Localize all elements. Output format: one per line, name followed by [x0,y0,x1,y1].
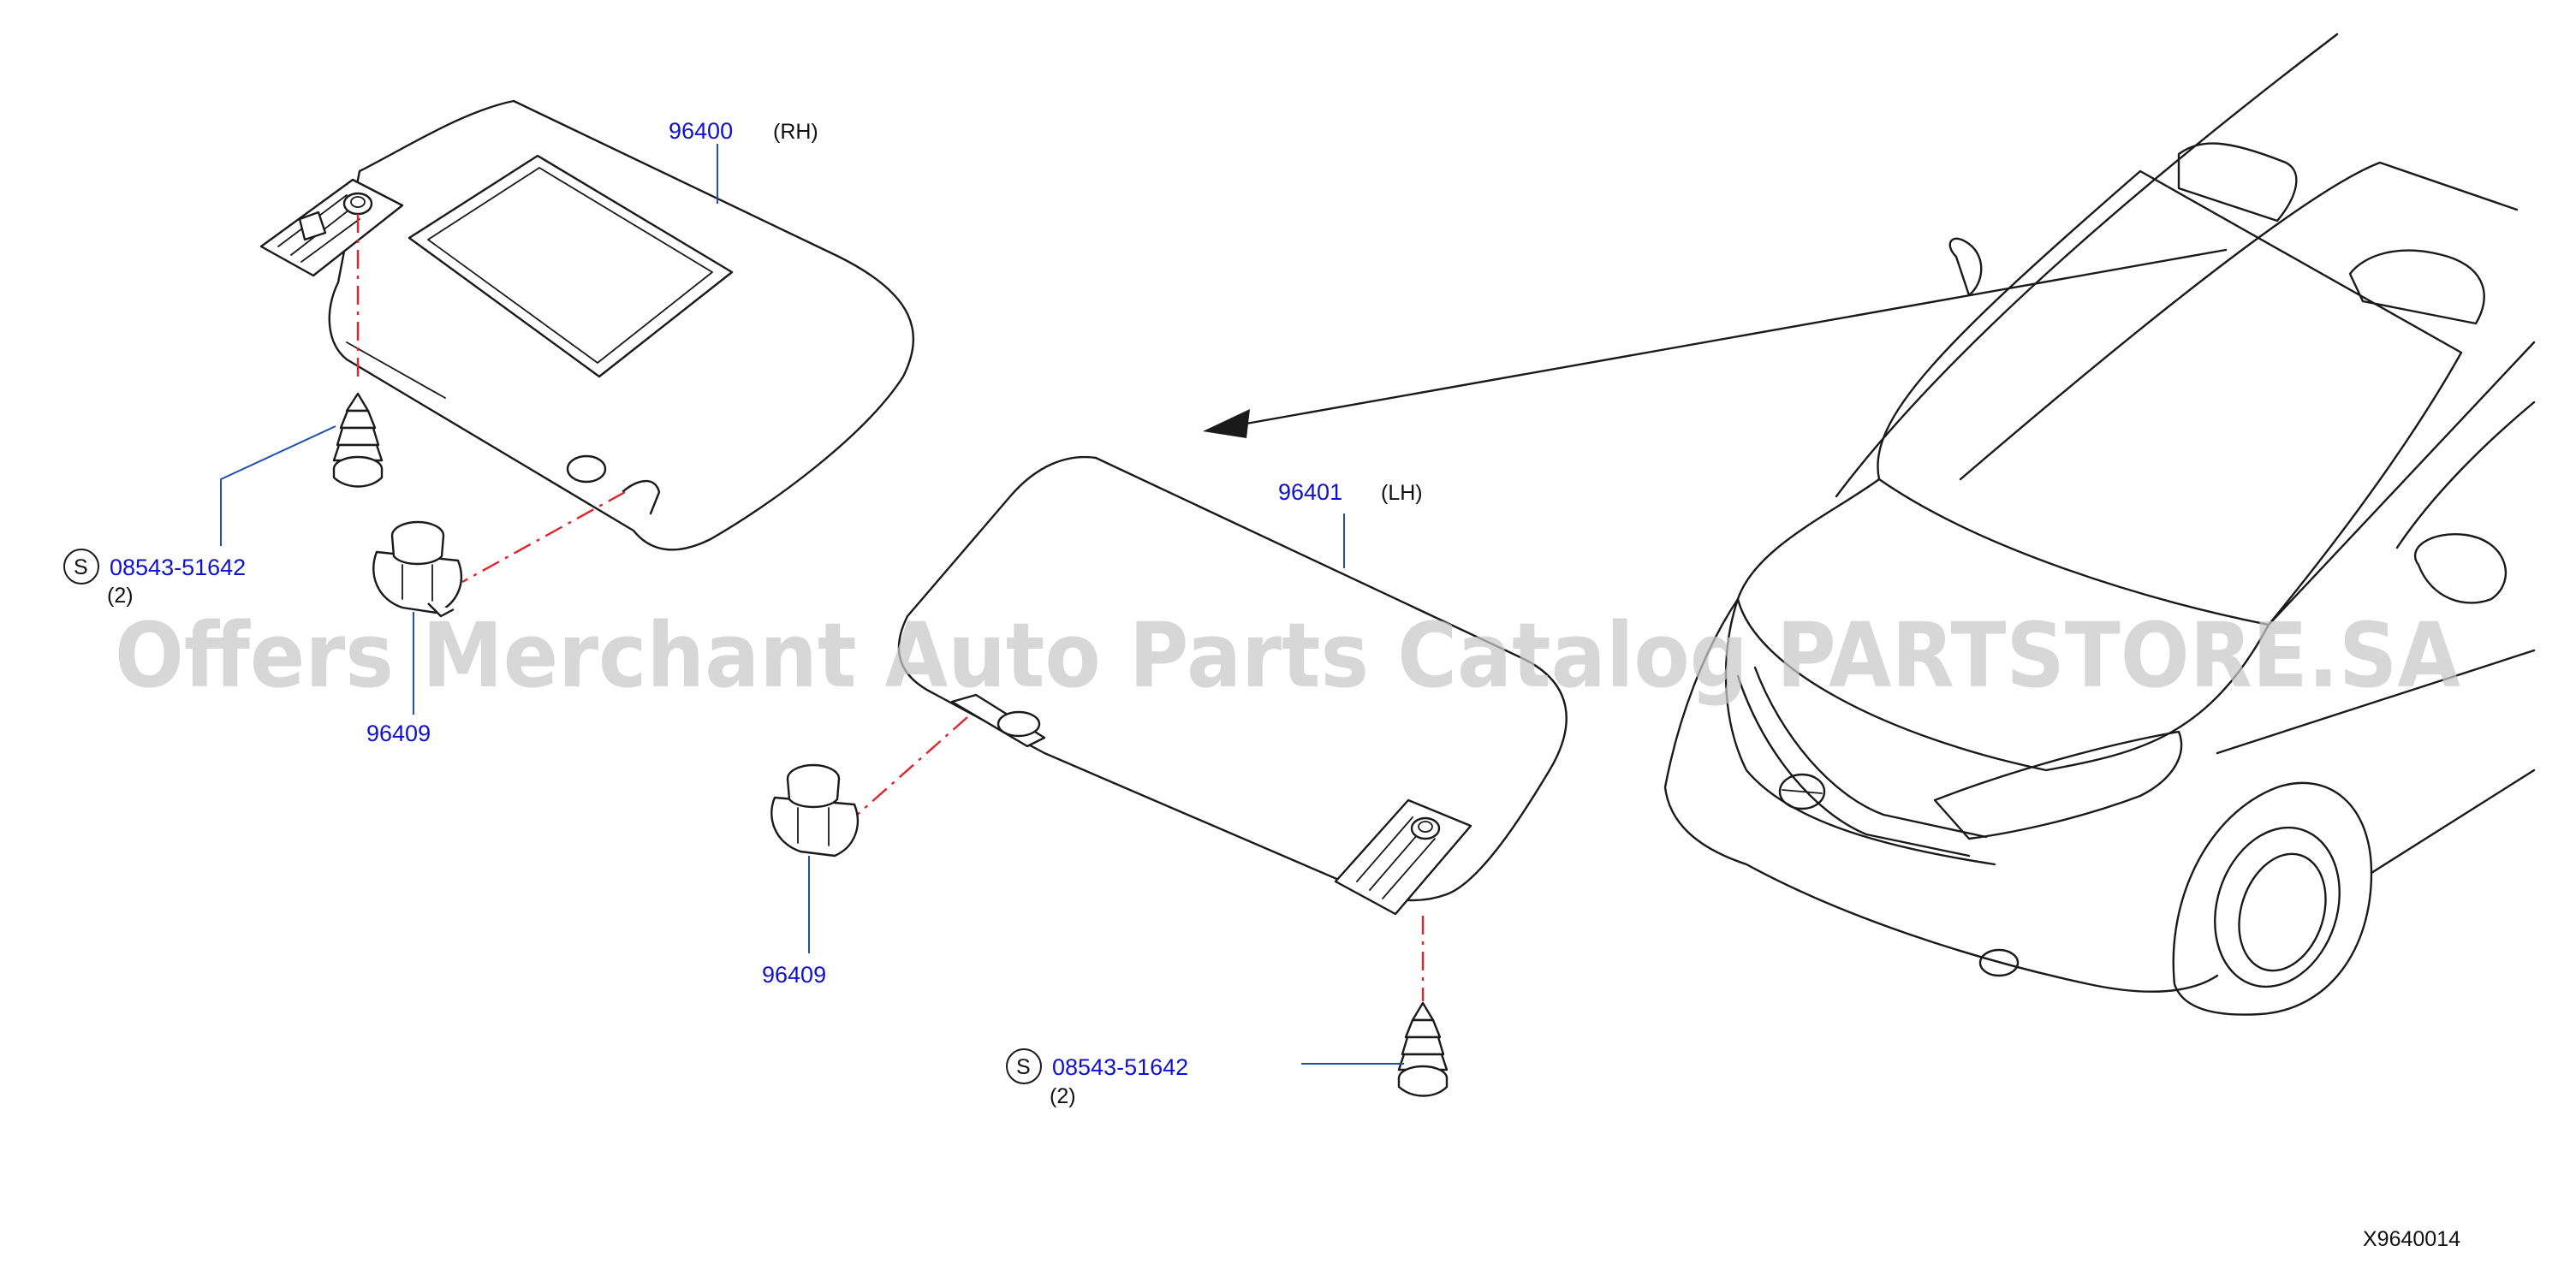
side-label-rh: (RH) [773,120,818,144]
figure-code: X9640014 [2363,1227,2460,1251]
s-symbol-upper: S [74,555,88,579]
sun-visor-rh[interactable] [259,99,914,551]
part-number-96409-upper[interactable]: 96409 [366,721,431,746]
callout-96409-lower: 96409 [762,856,826,988]
quantity-lower: (2) [1050,1084,1076,1108]
s-symbol-icon [63,549,99,585]
part-number-96409-lower[interactable]: 96409 [762,962,826,988]
callout-screw-upper: S 08543-51642 (2) [63,425,336,608]
s-symbol-icon [1006,1048,1042,1084]
screw-upper[interactable] [332,392,384,488]
part-number-08543-51642-lower[interactable]: 08543-51642 [1052,1054,1188,1080]
location-arrow [1203,248,2228,438]
side-label-lh: (LH) [1381,481,1423,505]
vehicle-outline [1663,33,2536,1016]
callout-screw-lower: S 08543-51642 (2) [1006,1048,1404,1108]
watermark-text: Offers Merchant Auto Parts Catalog PARTS… [115,603,2460,708]
part-number-96401[interactable]: 96401 [1278,479,1342,505]
screw-lower[interactable] [1397,1001,1449,1097]
visor-holder-upper[interactable] [372,520,462,618]
callout-96401: 96401 (LH) [1278,479,1423,568]
part-number-96400[interactable]: 96400 [669,118,733,144]
quantity-upper: (2) [107,584,134,608]
part-number-08543-51642-upper[interactable]: 08543-51642 [110,555,246,580]
callout-96400: 96400 (RH) [669,118,818,204]
s-symbol-lower: S [1016,1055,1031,1079]
callout-96409-upper: 96409 [366,612,431,746]
visor-holder-lower[interactable] [770,763,859,858]
sun-visor-lh[interactable] [897,455,1568,916]
